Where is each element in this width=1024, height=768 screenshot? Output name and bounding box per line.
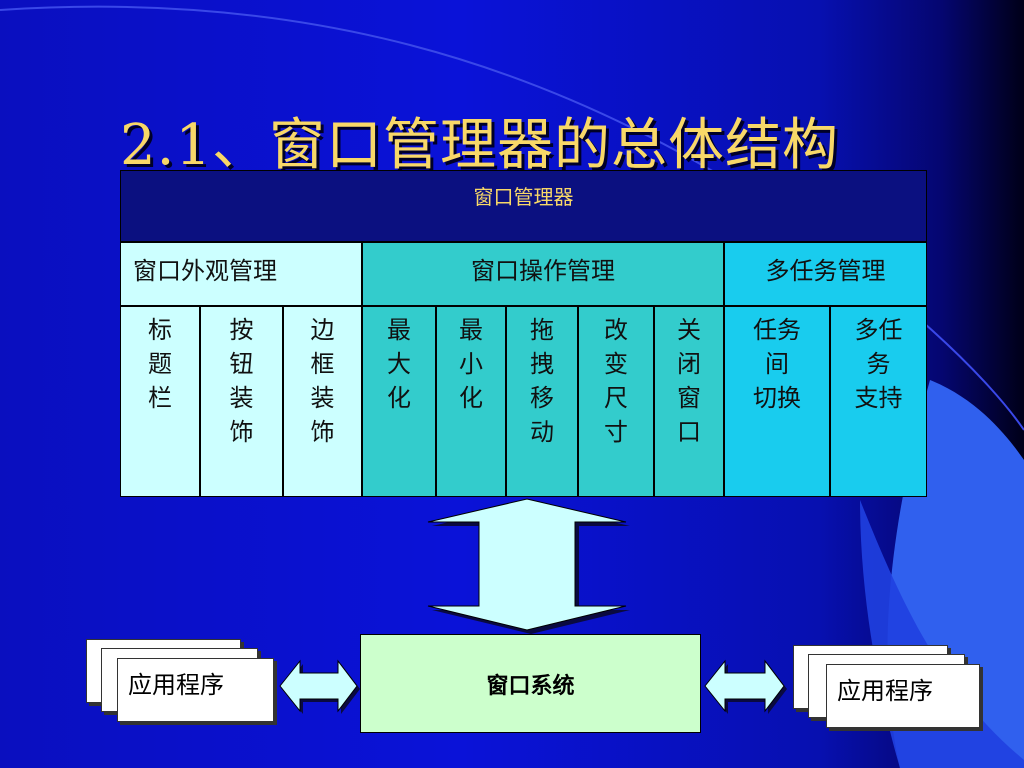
slide-title: 2.1、窗口管理器的总体结构 <box>120 113 840 178</box>
leaf-button-decoration: 按钮装饰 <box>200 306 283 497</box>
leaf-close-window: 关闭窗口 <box>654 306 724 497</box>
app-doc-front: 应用程序 <box>117 658 274 722</box>
leaf-multitask-support: 多任务支持 <box>830 306 927 497</box>
window-manager-header: 窗口管理器 <box>120 170 927 242</box>
leaf-drag-move-label: 拖拽移动 <box>530 316 554 446</box>
leaf-title-bar-label: 标题栏 <box>148 316 172 412</box>
appearance-management-section: 窗口外观管理 <box>120 242 362 306</box>
leaf-task-switch: 任务间切换 <box>724 306 830 497</box>
leaf-border-decoration-label: 边框装饰 <box>310 316 335 446</box>
leaf-close-window-label: 关闭窗口 <box>677 316 701 446</box>
leaf-minimize: 最小化 <box>436 306 506 497</box>
window-system-box: 窗口系统 <box>360 634 701 733</box>
right-app-label: 应用程序 <box>837 677 933 705</box>
leaf-border-decoration: 边框装饰 <box>283 306 362 497</box>
leaf-minimize-label: 最小化 <box>459 316 483 412</box>
leaf-button-decoration-label: 按钮装饰 <box>229 316 254 446</box>
leaf-maximize-label: 最大化 <box>387 316 411 412</box>
left-app-label: 应用程序 <box>128 671 224 699</box>
background-swoosh-line <box>0 5 1024 431</box>
leaf-maximize: 最大化 <box>362 306 436 497</box>
leaf-title-bar: 标题栏 <box>120 306 200 497</box>
leaf-resize-label: 改变尺寸 <box>604 316 628 446</box>
multitask-management-section: 多任务管理 <box>724 242 927 306</box>
leaf-drag-move: 拖拽移动 <box>506 306 578 497</box>
left-horizontal-arrow <box>279 659 360 714</box>
leaf-task-switch-label: 任务间切换 <box>753 316 801 412</box>
right-horizontal-arrow <box>704 659 787 714</box>
operation-management-section: 窗口操作管理 <box>362 242 724 306</box>
app-doc-front: 应用程序 <box>826 664 980 728</box>
vertical-double-arrow <box>427 498 630 634</box>
leaf-resize: 改变尺寸 <box>578 306 654 497</box>
leaf-multitask-support-label: 多任务支持 <box>854 316 903 412</box>
